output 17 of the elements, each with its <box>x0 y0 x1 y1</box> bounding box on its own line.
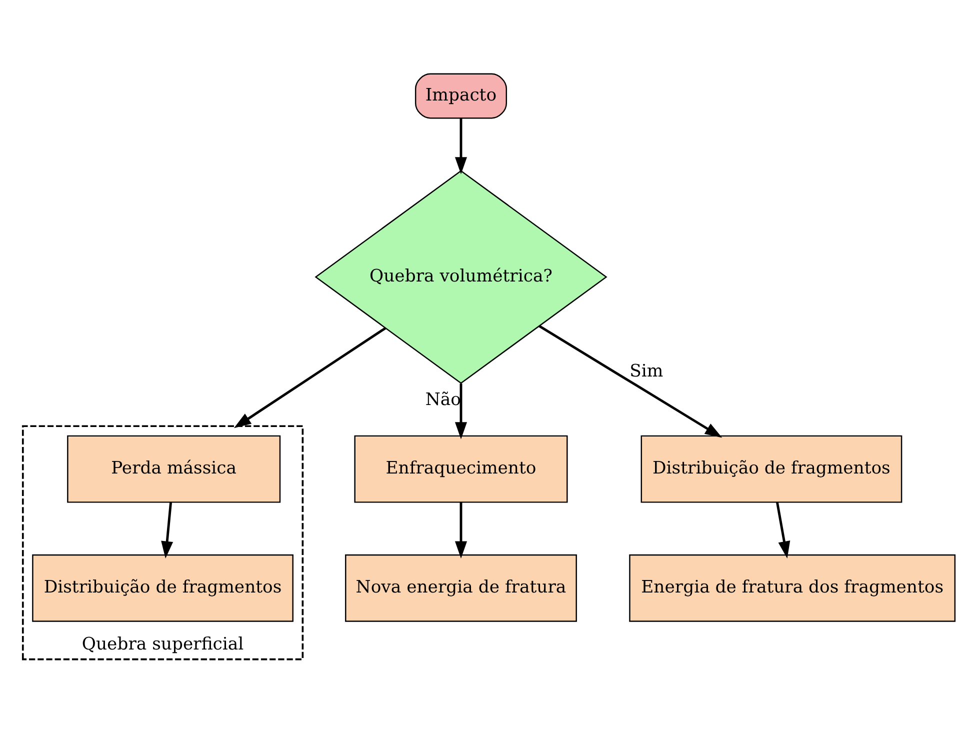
node-box: Perda mássica <box>67 434 281 502</box>
arrow <box>454 118 468 174</box>
node-box: Nova energia de fratura <box>345 554 577 622</box>
edge-label: Sim <box>630 360 664 381</box>
arrow <box>161 502 174 558</box>
node-box: Enfraquecimento <box>354 434 568 502</box>
node-box: Energia de fratura dos fragmentos <box>629 554 956 622</box>
node-box: Impacto <box>414 72 507 118</box>
arrow <box>776 502 790 558</box>
node-box: Distribuição de fragmentos <box>32 554 294 622</box>
arrow <box>538 324 722 438</box>
node-diamond: Quebra volumétrica? <box>314 170 608 384</box>
edge-label: Não <box>425 389 461 410</box>
arrow <box>454 383 468 439</box>
arrow <box>454 502 468 558</box>
arrow <box>234 326 386 428</box>
node-box: Distribuição de fragmentos <box>640 434 902 502</box>
